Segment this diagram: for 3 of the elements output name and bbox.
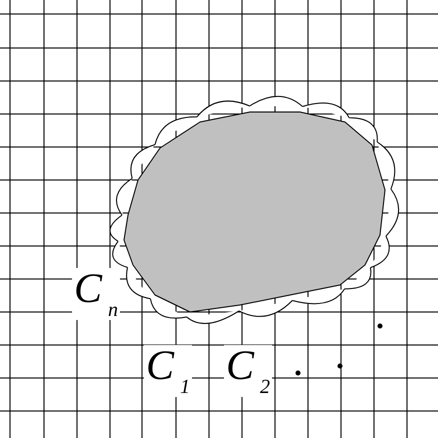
- set-label: C$_{n}$: [72, 268, 120, 320]
- set-label: C$_{1}$: [144, 345, 192, 397]
- set-label: C$_{2}$: [224, 345, 272, 397]
